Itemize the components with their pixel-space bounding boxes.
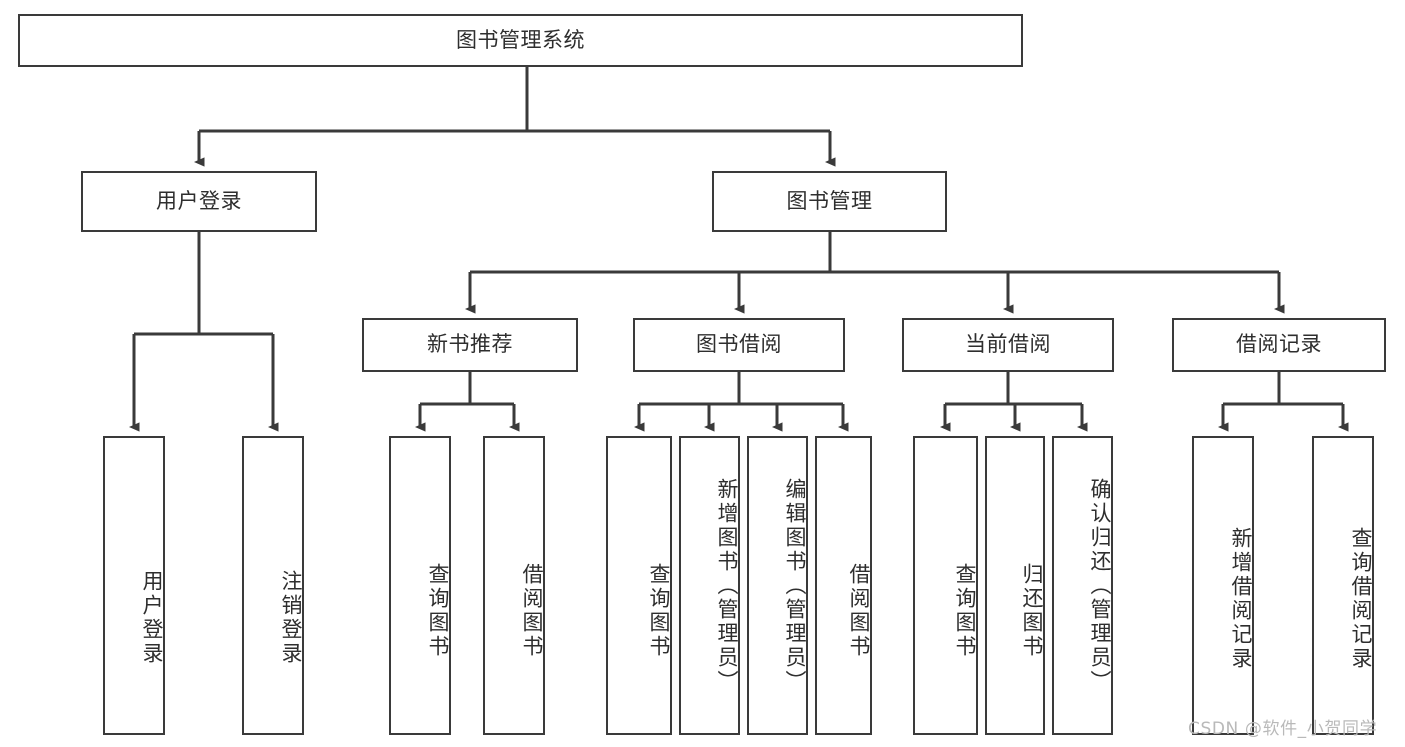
node-label: 新书推荐 — [427, 332, 513, 357]
node-leaf-user-login[interactable]: 用户登录 — [103, 436, 165, 735]
node-leaf-add-borrow-record[interactable]: 新增借阅记录 — [1192, 436, 1254, 735]
csdn-watermark: CSDN @软件_小贺同学 — [1188, 719, 1378, 739]
node-label: 查询图书 — [426, 562, 450, 659]
node-label: 用户登录 — [140, 569, 164, 666]
node-label: 图书借阅 — [696, 332, 782, 357]
node-leaf-query-book-borrow[interactable]: 查询图书 — [606, 436, 672, 735]
node-leaf-query-book-current[interactable]: 查询图书 — [913, 436, 978, 735]
node-label: 新增借阅记录 — [1229, 526, 1253, 671]
node-label: 当前借阅 — [965, 332, 1051, 357]
node-leaf-edit-book-admin[interactable]: 编辑图书（管理员） — [747, 436, 808, 735]
node-root-system[interactable]: 图书管理系统 — [18, 14, 1023, 67]
node-label: 借阅图书 — [520, 562, 544, 659]
node-leaf-logout[interactable]: 注销登录 — [242, 436, 304, 735]
node-book-borrow[interactable]: 图书借阅 — [633, 318, 845, 372]
node-label: 用户登录 — [156, 188, 242, 213]
node-label: 查询图书 — [953, 562, 977, 659]
node-label: 新增图书（管理员） — [715, 477, 739, 694]
node-user-login[interactable]: 用户登录 — [81, 171, 317, 232]
node-label: 归还图书 — [1020, 562, 1044, 659]
node-current-borrow[interactable]: 当前借阅 — [902, 318, 1114, 372]
node-label: 借阅记录 — [1236, 332, 1322, 357]
node-borrow-record[interactable]: 借阅记录 — [1172, 318, 1386, 372]
node-label: 编辑图书（管理员） — [783, 477, 807, 694]
node-new-book-recommend[interactable]: 新书推荐 — [362, 318, 578, 372]
node-leaf-add-book-admin[interactable]: 新增图书（管理员） — [679, 436, 740, 735]
node-label: 借阅图书 — [847, 562, 871, 659]
node-leaf-query-borrow-record[interactable]: 查询借阅记录 — [1312, 436, 1374, 735]
node-leaf-borrow-book-recommend[interactable]: 借阅图书 — [483, 436, 545, 735]
node-book-management[interactable]: 图书管理 — [712, 171, 947, 232]
node-label: 确认归还（管理员） — [1088, 477, 1112, 694]
node-label: 注销登录 — [279, 569, 303, 666]
node-label: 图书管理系统 — [456, 27, 585, 52]
node-leaf-confirm-return-admin[interactable]: 确认归还（管理员） — [1052, 436, 1113, 735]
node-label: 图书管理 — [786, 188, 873, 213]
node-label: 查询借阅记录 — [1349, 526, 1373, 671]
node-leaf-return-book[interactable]: 归还图书 — [985, 436, 1045, 735]
node-leaf-borrow-book[interactable]: 借阅图书 — [815, 436, 872, 735]
node-label: 查询图书 — [647, 562, 671, 659]
node-leaf-query-book-recommend[interactable]: 查询图书 — [389, 436, 451, 735]
